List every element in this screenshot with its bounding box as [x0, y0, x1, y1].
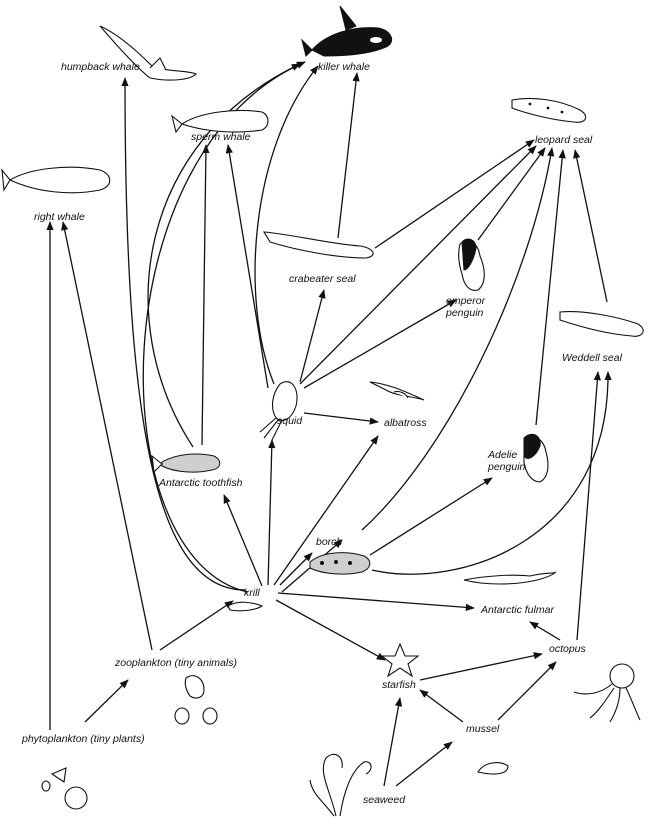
arrow-octopus-to-antarctic-fulmar [529, 621, 561, 641]
squid-illustration [259, 381, 298, 441]
arrow-emperor-penguin-to-leopard-seal [477, 147, 546, 241]
arrow-borch-to-weddell-seal [371, 371, 612, 575]
arrow-krill-to-antarctic-fulmar [277, 592, 475, 612]
arrow-krill-to-antarctic-toothfish [223, 494, 263, 587]
label-emperor-penguin: emperor penguin [445, 295, 488, 319]
label-sperm-whale: sperm whale [191, 131, 251, 143]
arrow-squid-to-crabeater-seal [299, 289, 326, 383]
arrow-squid-to-albatross [303, 412, 379, 425]
octopus-illustration [573, 663, 641, 723]
weddell-seal-illustration [559, 311, 644, 337]
arrow-adelie-penguin-to-leopard-seal [535, 149, 566, 426]
arrow-krill-to-albatross [273, 435, 379, 586]
label-albatross: albatross [384, 417, 427, 429]
seaweed-illustration [309, 753, 372, 817]
arrow-borch-to-adelie-penguin [369, 477, 493, 556]
arrow-krill-to-squid [267, 439, 276, 586]
arrow-toothfish-to-killer-whale [147, 63, 301, 448]
label-antarctic-fulmar: Antarctic fulmar [480, 604, 554, 616]
arrow-borch-to-leopard-seal [361, 147, 555, 531]
arrow-squid-to-killer-whale [254, 65, 319, 385]
arrow-squid-to-leopard-seal [299, 145, 537, 385]
arrow-squid-to-sperm-whale [225, 144, 269, 389]
label-zooplankton: zooplankton (tiny animals) [114, 657, 237, 669]
label-borch: borch [316, 536, 342, 548]
label-humpback-whale: humpback whale [61, 61, 140, 73]
arrow-krill-to-humpback-whale [121, 77, 246, 591]
label-seaweed: seaweed [363, 794, 406, 806]
crabeater-seal-illustration [262, 231, 374, 259]
label-squid: squid [277, 415, 303, 427]
arrow-krill-to-starfish [275, 599, 386, 661]
killer-whale-illustration [301, 5, 393, 57]
arrow-zooplankton-to-right-whale [61, 221, 153, 651]
zooplankton-illustration [174, 675, 218, 725]
label-leopard-seal: leopard seal [535, 134, 593, 146]
arrow-weddell-seal-to-leopard-seal [573, 149, 608, 303]
right-whale-illustration [1, 166, 111, 194]
label-layer: humpback whale killer whale sperm whale … [21, 61, 623, 806]
antarctic-toothfish-illustration [151, 453, 221, 474]
krill-illustration [227, 601, 264, 612]
starfish-illustration [380, 642, 420, 678]
arrow-squid-to-emperor-penguin [303, 299, 457, 389]
humpback-whale-illustration [99, 25, 197, 81]
sperm-whale-illustration [171, 110, 269, 134]
mussel-illustration [477, 762, 509, 775]
arrow-mussel-to-octopus [497, 661, 557, 721]
borch-illustration [309, 552, 371, 575]
arrow-crabeater-seal-to-leopard-seal [374, 139, 535, 249]
arrow-octopus-to-weddell-seal [576, 371, 601, 641]
arrow-zooplankton-to-krill [159, 600, 234, 651]
arrow-layer [46, 61, 612, 787]
label-antarctic-toothfish: Antarctic toothfish [158, 477, 243, 489]
label-adelie-penguin: Adelie penguin [487, 449, 526, 473]
arrow-seaweed-to-mussel [395, 741, 453, 787]
label-krill: krill [244, 587, 260, 599]
label-killer-whale: killer whale [318, 61, 370, 73]
label-mussel: mussel [466, 723, 500, 735]
arrow-mussel-to-starfish [419, 689, 464, 723]
label-phytoplankton: phytoplankton (tiny plants) [21, 733, 145, 745]
albatross-illustration [369, 381, 425, 401]
arrow-seaweed-to-starfish [383, 697, 403, 787]
illustration-layer [1, 5, 644, 817]
arrow-phytoplankton-to-zooplankton [84, 679, 129, 723]
arrow-toothfish-to-sperm-whale [201, 144, 210, 446]
label-octopus: octopus [549, 643, 587, 655]
adelie-penguin-illustration [523, 433, 549, 483]
label-starfish: starfish [382, 679, 416, 691]
leopard-seal-illustration [511, 97, 587, 123]
phytoplankton-illustration [41, 767, 88, 810]
label-weddell-seal: Weddell seal [562, 352, 623, 364]
arrow-starfish-to-octopus [419, 652, 543, 681]
antarctic-fulmar-illustration [463, 571, 557, 585]
emperor-penguin-illustration [458, 238, 485, 291]
arrow-crabeater-seal-to-killer-whale [337, 72, 360, 239]
arrow-krill-to-borch [279, 552, 313, 586]
label-right-whale: right whale [34, 211, 85, 223]
label-crabeater-seal: crabeater seal [289, 273, 356, 285]
